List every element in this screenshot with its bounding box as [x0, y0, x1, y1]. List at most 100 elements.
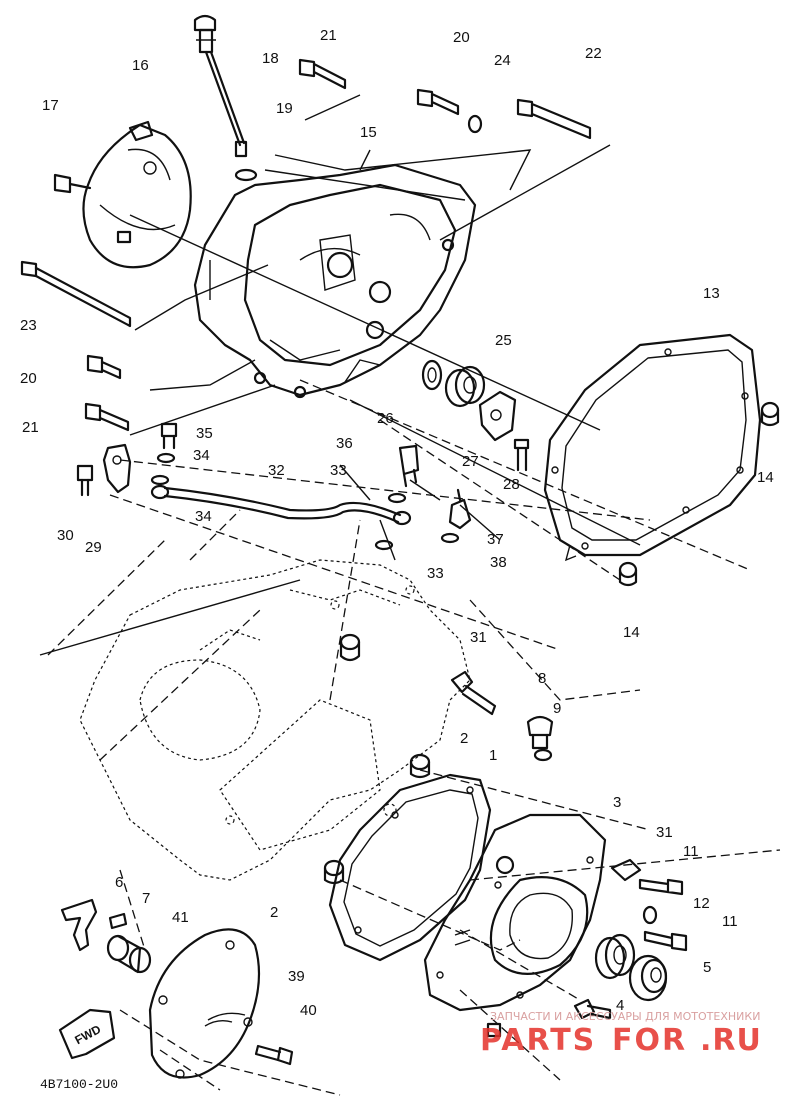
label-39: 39: [288, 968, 305, 985]
washer-34-upper: [156, 452, 176, 464]
bolt-11-lower: [643, 930, 688, 952]
grommet-41: [106, 934, 152, 974]
label-33-lower: 33: [427, 565, 444, 582]
label-34-lower: 34: [195, 508, 212, 525]
label-28: 28: [503, 476, 520, 493]
oil-pipe-32: [150, 484, 412, 526]
bolt-40: [254, 1044, 294, 1066]
label-27: 27: [462, 453, 479, 470]
o-ring-19: [234, 168, 258, 182]
washer-24: [467, 114, 483, 134]
bolt-11-upper: [638, 878, 684, 896]
label-20-left: 20: [20, 370, 37, 387]
bolt-31-lower: [610, 858, 642, 882]
dowel-14-low: [618, 561, 638, 587]
label-6: 6: [115, 874, 123, 891]
label-13: 13: [703, 285, 720, 302]
label-1: 1: [489, 747, 497, 764]
label-11-lower: 11: [722, 913, 738, 930]
bolt-22: [516, 98, 592, 140]
seal-5: [628, 954, 668, 1002]
gasket-1: [328, 773, 492, 962]
fwd-label: FWD: [72, 1022, 103, 1047]
union-bolt-35: [160, 422, 178, 450]
dowel-14-right: [760, 401, 780, 427]
watermark-brand-b: FOR: [612, 1023, 687, 1058]
label-31-lower: 31: [656, 824, 673, 841]
washer-33-upper: [387, 492, 407, 504]
label-24: 24: [494, 52, 511, 69]
label-2-lower: 2: [270, 904, 278, 921]
watermark-brand-a: PARTS: [480, 1023, 596, 1058]
label-23: 23: [20, 317, 37, 334]
label-9: 9: [553, 700, 561, 717]
label-7: 7: [142, 890, 150, 907]
label-21-top: 21: [320, 27, 337, 44]
washer-33-lower: [374, 539, 394, 551]
label-21-left: 21: [22, 419, 39, 436]
label-19: 19: [276, 100, 293, 117]
bolt-cover-left: [486, 1022, 502, 1038]
clip-6: [60, 898, 98, 952]
bearing-4: [594, 933, 636, 980]
gasket-13: [543, 333, 762, 562]
label-33-upper: 33: [330, 462, 347, 479]
bolt-21-left: [84, 402, 130, 432]
label-20-top: 20: [453, 29, 470, 46]
label-31-upper: 31: [470, 629, 487, 646]
cover-3: [423, 813, 607, 1012]
label-36: 36: [336, 435, 353, 452]
watermark-brand-c: .RU: [700, 1023, 762, 1058]
label-17: 17: [42, 97, 59, 114]
oil-seal-26: [421, 359, 443, 391]
label-3: 3: [613, 794, 621, 811]
bolt-28: [513, 438, 530, 472]
label-2-upper: 2: [460, 730, 468, 747]
label-40: 40: [300, 1002, 317, 1019]
label-14-low: 14: [623, 624, 640, 641]
label-12: 12: [693, 895, 710, 912]
assembly-lines: [47, 379, 781, 1096]
dowel-2-upper: [409, 753, 431, 779]
washer-12: [642, 905, 658, 925]
part-number-labels: 21 20 22 24 18 16 17 19 15 23 13 25 20 2…: [20, 27, 774, 1092]
label-16: 16: [132, 57, 149, 74]
stator-plate-16: [82, 120, 192, 269]
label-8: 8: [538, 670, 546, 687]
label-35: 35: [196, 425, 213, 442]
label-25: 25: [495, 332, 512, 349]
watermark: ЗАПЧАСТИ И АКСЕССУАРЫ ДЛЯ МОТОТЕХНИКИ PA…: [480, 1010, 762, 1058]
label-18: 18: [262, 50, 279, 67]
label-29: 29: [85, 539, 102, 556]
label-34-upper: 34: [193, 447, 210, 464]
bolt-20-top: [416, 88, 460, 116]
dipstick-18: [193, 14, 248, 158]
plate-27: [478, 390, 517, 442]
label-38: 38: [490, 554, 507, 571]
label-5: 5: [703, 959, 711, 976]
crankcase-body: [79, 559, 471, 881]
switch-37: [448, 488, 472, 530]
bolt-17: [53, 173, 92, 194]
label-41: 41: [172, 909, 189, 926]
reference-code: 4B7100-2U0: [40, 1077, 118, 1092]
label-14-right: 14: [757, 469, 774, 486]
dowel-case: [339, 633, 361, 662]
washer-34-lower: [150, 474, 170, 486]
label-37: 37: [487, 531, 504, 548]
bolt-21-top: [298, 58, 347, 90]
label-26: 26: [377, 410, 394, 427]
bearing-25: [444, 365, 486, 408]
washer-38: [440, 532, 460, 544]
leader-lines: [39, 94, 641, 656]
label-4: 4: [616, 997, 624, 1014]
bolt-23: [20, 260, 132, 328]
label-11-upper: 11: [683, 843, 699, 860]
bolt-30: [76, 464, 94, 497]
label-15: 15: [360, 124, 377, 141]
label-22: 22: [585, 45, 602, 62]
crankcase-cover-15: [193, 163, 477, 399]
bolt-20-left: [86, 354, 122, 380]
bolt-31-upper: [450, 670, 497, 716]
